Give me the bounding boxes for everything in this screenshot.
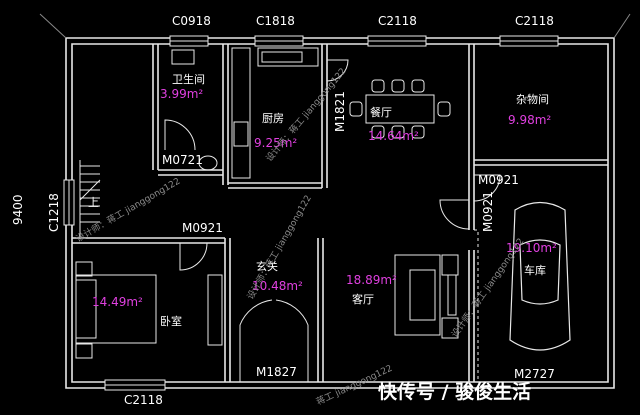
- exterior-wall-inner: [71, 43, 609, 383]
- wall-living-garage: [468, 250, 475, 382]
- label-c0918: C0918: [172, 14, 211, 28]
- counter-top: [257, 47, 319, 67]
- label-m1821: M1821: [333, 91, 347, 132]
- room-area-bathroom: 3.99m²: [160, 87, 203, 101]
- label-m1827: M1827: [256, 365, 297, 379]
- room-area-kitchen: 9.25m²: [254, 136, 297, 150]
- room-area-storage: 9.98m²: [508, 113, 551, 127]
- car-body: [509, 201, 571, 351]
- wall-storage-bottom: [474, 159, 608, 166]
- label-9400: 9400: [11, 194, 25, 225]
- room-name-storage: 杂物间: [516, 92, 549, 106]
- walls: [39, 13, 631, 389]
- sofa: [394, 254, 441, 336]
- doors: [164, 59, 501, 382]
- range-hood: [261, 51, 303, 63]
- labels: C0918 C1818 C2118 C2118 C2118 C1218 9400…: [11, 14, 557, 408]
- room-area-dining: 14.64m²: [368, 129, 419, 143]
- bed: [75, 261, 223, 359]
- door-m1827: [239, 299, 309, 382]
- exterior-wall-outer: [65, 37, 615, 389]
- wall-stair-bath: [152, 44, 159, 170]
- room-area-garage: 19.10m²: [506, 241, 557, 255]
- windows: [63, 35, 559, 391]
- label-c2118-right: C2118: [515, 14, 554, 28]
- wall-foyer-living: [317, 238, 324, 382]
- wall-kitchen-dining: [321, 44, 328, 188]
- room-name-kitchen: 厨房: [262, 112, 284, 125]
- door-m0921-bedroom: [179, 242, 208, 271]
- label-m0721: M0721: [162, 153, 203, 167]
- wall-dining-storage: [468, 44, 475, 230]
- door-m0921-storage: [473, 174, 501, 202]
- coffee-table: [409, 269, 436, 321]
- watermark-4: 设计师：蒋工 jianggong122: [449, 236, 527, 340]
- door-m0721: [164, 119, 196, 151]
- wall-stair-bottom: [72, 237, 225, 244]
- door-m0921-garage: [439, 199, 470, 230]
- dining-set: [349, 79, 451, 139]
- label-m0921-garage: M0921: [481, 191, 495, 232]
- room-area-living: 18.89m²: [346, 273, 397, 287]
- label-c2118-bottom: C2118: [124, 393, 163, 407]
- counter-left: [231, 47, 251, 179]
- car: [509, 201, 571, 351]
- caption: 快传号 / 骏俊生活: [378, 380, 531, 403]
- kitchen-counters: [231, 47, 319, 179]
- watermark-1: 设计师：蒋工 jianggong122: [74, 175, 183, 245]
- stairs-up-label: 上: [88, 196, 99, 209]
- room-name-foyer: 玄关: [256, 259, 278, 273]
- label-c1818: C1818: [256, 14, 295, 28]
- stove: [233, 121, 249, 147]
- label-m0921-bedroom: M0921: [182, 221, 223, 235]
- label-c1218: C1218: [47, 193, 61, 232]
- label-m0921-storage: M0921: [478, 173, 519, 187]
- wall-kitchen-bottom: [228, 182, 322, 189]
- wardrobe: [207, 274, 223, 346]
- bed-frame: [75, 274, 157, 344]
- room-name-bathroom: 卫生间: [172, 72, 205, 86]
- room-name-garage: 车库: [524, 263, 546, 277]
- dining-table: [365, 94, 435, 124]
- label-c2118-mid: C2118: [378, 14, 417, 28]
- room-name-dining: 餐厅: [370, 105, 392, 119]
- wall-bedroom-foyer: [224, 238, 231, 382]
- room-area-foyer: 10.48m²: [252, 279, 303, 293]
- bathroom-fixtures: [171, 49, 218, 171]
- label-m2727: M2727: [514, 367, 555, 381]
- room-name-bedroom: 卧室: [160, 314, 182, 328]
- sofa-set: [394, 254, 459, 339]
- room-name-living: 客厅: [352, 292, 374, 306]
- wall-bath-kitchen: [222, 44, 229, 185]
- wall-bath-bottom: [158, 169, 223, 176]
- door-m1821: [326, 59, 349, 82]
- toilet: [198, 155, 218, 171]
- staircase: [79, 160, 101, 238]
- room-area-bedroom: 14.49m²: [92, 295, 143, 309]
- sink: [171, 49, 195, 65]
